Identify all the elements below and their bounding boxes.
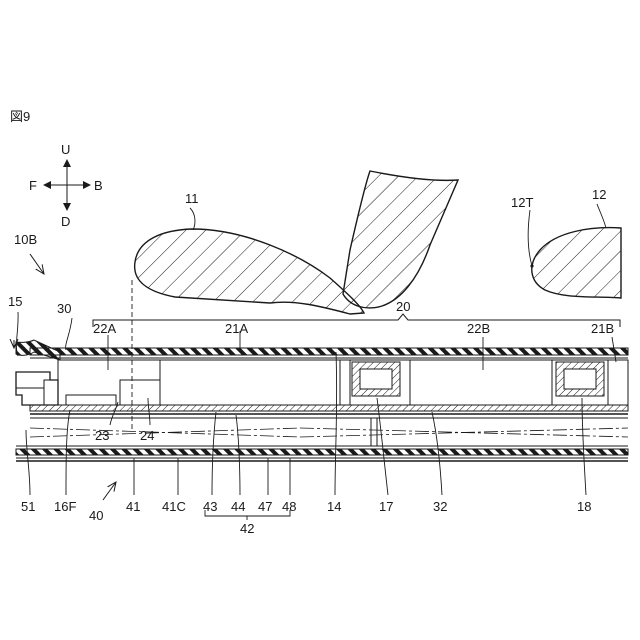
plate-32 xyxy=(30,405,628,411)
leg-shape-12 xyxy=(532,228,621,298)
label-10B: 10B xyxy=(14,232,37,247)
divider-14 xyxy=(340,360,350,405)
label-20: 20 xyxy=(396,299,410,314)
label-17: 17 xyxy=(379,499,393,514)
label-22A: 22A xyxy=(93,321,116,336)
label-23: 23 xyxy=(95,428,109,443)
dir-back-label: B xyxy=(94,178,103,193)
label-12: 12 xyxy=(592,187,606,202)
label-43: 43 xyxy=(203,499,217,514)
skin-layer-30 xyxy=(30,348,628,355)
label-41C: 41C xyxy=(162,499,186,514)
label-47: 47 xyxy=(258,499,272,514)
label-21B: 21B xyxy=(591,321,614,336)
label-51: 51 xyxy=(21,499,35,514)
dir-front-label: F xyxy=(29,178,37,193)
direction-indicator: U D F B xyxy=(29,142,103,229)
dir-down-label: D xyxy=(61,214,70,229)
frame-15 xyxy=(16,340,60,360)
label-22B: 22B xyxy=(467,321,490,336)
block-24 xyxy=(120,380,160,405)
thigh-shape-11 xyxy=(135,229,364,314)
leader-lines xyxy=(16,204,616,520)
label-14: 14 xyxy=(327,499,341,514)
pad-21A xyxy=(160,360,340,405)
torso-shape xyxy=(343,171,458,308)
label-42: 42 xyxy=(240,521,254,536)
dir-up-label: U xyxy=(61,142,70,157)
label-24: 24 xyxy=(140,428,154,443)
pad-21B xyxy=(608,360,628,405)
bracket-20 xyxy=(93,314,620,327)
block-23 xyxy=(66,395,116,405)
label-21A: 21A xyxy=(225,321,248,336)
arrow-10B-icon xyxy=(30,254,44,274)
label-41: 41 xyxy=(126,499,140,514)
label-44: 44 xyxy=(231,499,245,514)
label-32: 32 xyxy=(433,499,447,514)
pad-22B xyxy=(410,360,552,405)
label-48: 48 xyxy=(282,499,296,514)
pad-22A xyxy=(58,360,160,405)
label-16F: 16F xyxy=(54,499,76,514)
label-11: 11 xyxy=(185,191,199,206)
bottom-layer-41 xyxy=(16,449,628,455)
label-15: 15 xyxy=(8,294,22,309)
label-18: 18 xyxy=(577,499,591,514)
label-12T: 12T xyxy=(511,195,533,210)
label-30: 30 xyxy=(57,301,71,316)
label-40: 40 xyxy=(89,508,103,523)
arrow-40-icon xyxy=(103,482,116,500)
figure-title: 図9 xyxy=(10,109,30,124)
